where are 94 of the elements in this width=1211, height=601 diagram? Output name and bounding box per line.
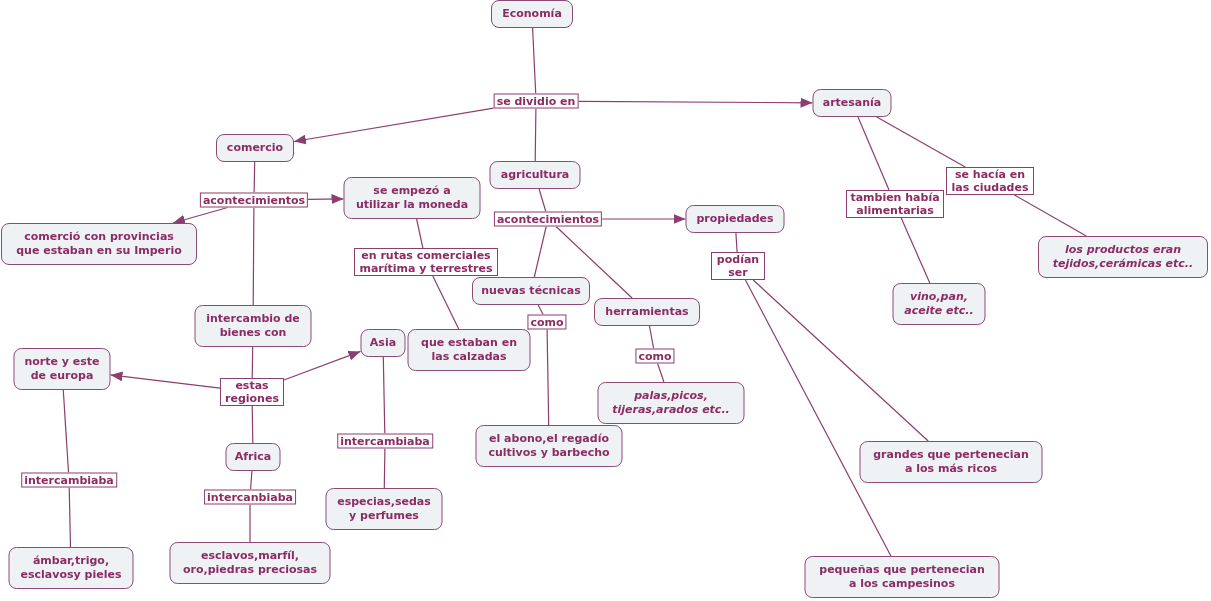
connector-line xyxy=(383,447,386,489)
concept-text: propiedades xyxy=(696,212,774,226)
connector-line xyxy=(253,161,256,194)
connector-line xyxy=(250,470,253,491)
concept-box xyxy=(1,223,197,265)
concept-box xyxy=(475,425,623,467)
linking-phrase-text: acontecimientos xyxy=(496,212,600,226)
linking-phrase-text: como xyxy=(530,315,564,329)
arrow xyxy=(172,206,229,225)
linking-phrase-text: se hacía en las ciudades xyxy=(950,168,1030,194)
concept-box xyxy=(892,283,986,325)
concept-text: grandes que pertenecian a los más ricos xyxy=(872,448,1030,476)
concept-text: artesanía xyxy=(822,96,882,110)
connector-line xyxy=(382,356,386,435)
linking-phrase-text: intercambiaba xyxy=(24,473,114,487)
linking-phrase-text: como xyxy=(638,349,672,363)
concept-text: intercambio de bienes con xyxy=(205,312,301,340)
concept-text: especias,sedas y perfumes xyxy=(336,495,432,523)
linking-phrase-text: tambien había alimentarias xyxy=(849,191,941,217)
concept-text: Economía xyxy=(502,7,562,21)
concept-box xyxy=(325,488,443,530)
concept-box xyxy=(859,441,1043,483)
linking-phrase-text: estas regiones xyxy=(224,379,280,405)
linking-phrase-text: se dividio en xyxy=(496,94,576,108)
concept-text: Africa xyxy=(234,450,272,464)
arrow xyxy=(283,350,362,381)
concept-text: comerció con provincias que estaban en su Imperio xyxy=(15,230,183,258)
connector-line xyxy=(252,206,255,306)
connector-line xyxy=(251,405,254,444)
concept-box xyxy=(1038,236,1208,278)
connector-line xyxy=(857,116,890,191)
concept-box xyxy=(169,542,331,584)
concept-text: pequeñas que pertenecian a los campesinos xyxy=(818,563,986,591)
arrow xyxy=(109,371,221,389)
linking-phrase-text: acontecimientos xyxy=(202,193,306,207)
linking-phrase-text: intercanbiaba xyxy=(207,490,293,504)
concept-text: Asia xyxy=(369,336,397,350)
connector-line xyxy=(537,304,544,316)
connector-line xyxy=(62,389,70,474)
arrow xyxy=(293,107,495,145)
concept-box xyxy=(594,298,700,326)
concept-box xyxy=(597,382,745,424)
concept-text: esclavos,marfíl, oro,piedras preciosas xyxy=(181,549,318,577)
concept-box xyxy=(343,177,481,219)
concept-text: nuevas técnicas xyxy=(481,284,581,298)
connector-line xyxy=(416,218,424,249)
concept-box xyxy=(491,0,573,28)
concept-text: herramientas xyxy=(605,305,689,319)
concept-text: vino,pan, aceite etc.. xyxy=(903,290,975,318)
concept-text: agricultura xyxy=(500,168,570,182)
arrow xyxy=(601,214,687,224)
connector-line xyxy=(249,503,251,543)
connector-line xyxy=(538,188,547,213)
arrow xyxy=(307,194,345,205)
linking-phrase-text: podían ser xyxy=(715,253,761,279)
connector-line xyxy=(532,27,537,95)
connector-line xyxy=(648,325,655,350)
concept-box xyxy=(407,329,531,371)
concept-text: los productos eran tejidos,cerámicas etc.. xyxy=(1051,243,1195,271)
concept-text: comercio xyxy=(226,141,284,155)
concept-box xyxy=(360,329,406,357)
connector-line xyxy=(555,225,633,299)
concept-box xyxy=(13,348,111,390)
linking-phrase-text: en rutas comerciales marítima y terrestres xyxy=(358,249,494,275)
concept-box xyxy=(472,277,590,305)
connector-line xyxy=(432,275,460,330)
concept-text: el abono,el regadío cultivos y barbecho xyxy=(487,432,611,460)
connector-line xyxy=(900,217,931,284)
concept-text: se empezó a utilizar la moneda xyxy=(354,184,470,212)
concept-text: norte y este de europa xyxy=(23,355,101,383)
connector-line xyxy=(251,346,254,379)
concept-box xyxy=(216,134,294,162)
connector-line xyxy=(735,232,738,253)
concept-box xyxy=(804,556,1000,598)
connector-line xyxy=(657,362,665,383)
concept-box xyxy=(8,547,134,589)
connector-line xyxy=(546,328,550,426)
connector-line xyxy=(876,116,966,168)
concept-box xyxy=(194,305,312,347)
concept-text: que estaban en las calzadas xyxy=(420,336,518,364)
linking-phrase-text: intercambiaba xyxy=(340,434,430,448)
concept-box xyxy=(225,443,281,471)
concept-text: palas,picos, tijeras,arados etc.. xyxy=(611,389,731,417)
concept-text: ámbar,trigo, esclavosy pieles xyxy=(19,554,123,582)
concept-box xyxy=(489,161,581,189)
connector-line xyxy=(752,279,929,442)
connector-line xyxy=(744,279,892,557)
concept-box xyxy=(812,89,892,117)
concept-box xyxy=(685,205,785,233)
connector-line xyxy=(68,486,72,548)
connector-line xyxy=(1013,194,1087,237)
arrow xyxy=(577,97,814,108)
connector-line xyxy=(534,107,537,162)
connector-line xyxy=(533,225,547,278)
